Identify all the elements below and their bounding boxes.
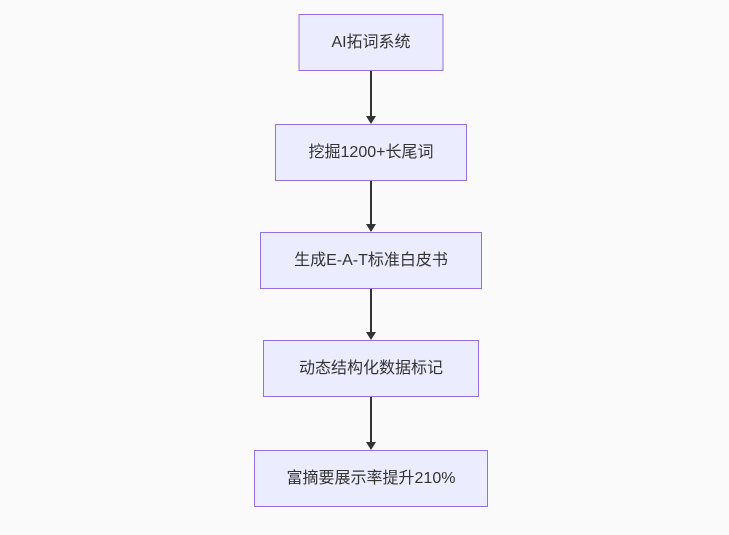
arrow-line (370, 71, 372, 116)
flowchart-node-rich-snippet-rate: 富摘要展示率提升210% (254, 450, 488, 507)
flowchart-node-longtail-keywords: 挖掘1200+长尾词 (275, 124, 467, 181)
flowchart-node-ai-word-expansion-system: AI拓词系统 (298, 14, 444, 71)
flowchart-edge-2 (366, 181, 376, 232)
arrow-line (370, 397, 372, 442)
arrow-down-icon (366, 332, 376, 340)
flowchart-edge-1 (366, 71, 376, 124)
arrow-line (370, 181, 372, 224)
arrow-down-icon (366, 116, 376, 124)
flowchart-node-structured-data-markup: 动态结构化数据标记 (263, 340, 479, 397)
node-label: 富摘要展示率提升210% (286, 469, 456, 487)
node-label: 动态结构化数据标记 (298, 359, 443, 377)
node-label: 挖掘1200+长尾词 (308, 143, 434, 161)
arrow-down-icon (366, 224, 376, 232)
node-label: AI拓词系统 (331, 33, 411, 51)
flowchart-edge-4 (366, 397, 376, 450)
arrow-line (370, 289, 372, 332)
flowchart-edge-3 (366, 289, 376, 340)
arrow-down-icon (366, 442, 376, 450)
flowchart-node-eat-whitepaper: 生成E-A-T标准白皮书 (260, 232, 482, 289)
node-label: 生成E-A-T标准白皮书 (294, 251, 448, 269)
